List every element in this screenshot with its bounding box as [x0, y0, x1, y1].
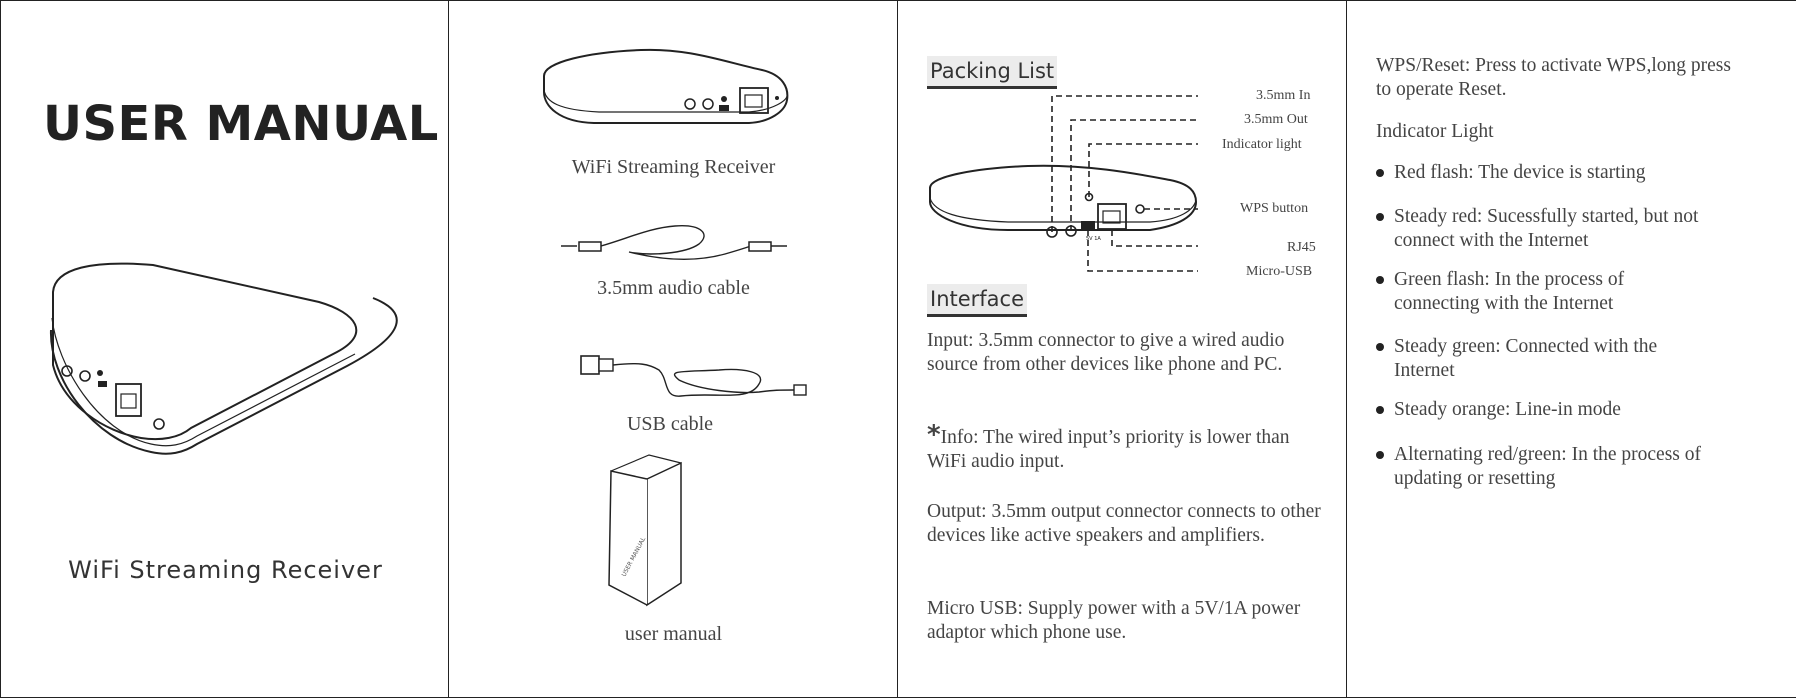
interface-heading: Interface [927, 284, 1028, 317]
indicator-bullet-green-flash: Green flash: In the process of connectin… [1376, 268, 1706, 316]
bullet-dot [1376, 343, 1384, 351]
interface-panel [898, 0, 1347, 698]
callout-3-5mm-in: 3.5mm In [1256, 88, 1311, 103]
bullet-dot [1376, 213, 1384, 221]
receiver-illustration [543, 48, 789, 124]
packing-item-usb-cable-label: USB cable [626, 413, 714, 435]
output-description: Output: 3.5mm output connector connects … [927, 501, 1321, 546]
bullet-dot [1376, 451, 1384, 459]
indicator-bullet-steady-orange: Steady orange: Line-in mode [1376, 398, 1706, 422]
callout-wps-button: WPS button [1240, 201, 1309, 216]
indicator-bullet-red-flash: Red flash: The device is starting [1376, 161, 1706, 185]
micro-usb-description: Micro USB: Supply power with a 5V/1A pow… [927, 598, 1301, 643]
callout-rj45: RJ45 [1287, 240, 1316, 255]
interface-diagram: 5V 1A [929, 95, 1198, 272]
usb-cable-illustration [580, 355, 807, 397]
callout-3-5mm-out: 3.5mm Out [1244, 112, 1308, 127]
info-note: *Info: The wired input’s priority is low… [927, 422, 1327, 474]
packing-item-manual-label: user manual [624, 623, 723, 645]
input-description: Input: 3.5mm connector to give a wired a… [927, 330, 1285, 375]
cover-caption: WiFi Streaming Receiver [68, 556, 383, 584]
bullet-dot [1376, 276, 1384, 284]
audio-cable-illustration [561, 225, 787, 261]
info-star: * [927, 420, 941, 450]
callout-indicator-light: Indicator light [1222, 137, 1302, 152]
indicator-bullet-steady-red: Steady red: Sucessfully started, but not… [1376, 205, 1706, 253]
bullet-dot [1376, 169, 1384, 177]
wps-reset-description: WPS/Reset: Press to activate WPS,long pr… [1376, 55, 1731, 100]
cover-panel: USER MANUAL WiFi Streaming Receiver [0, 0, 449, 698]
bullet-dot [1376, 406, 1384, 414]
packing-list-heading: Packing List [927, 56, 1058, 89]
packing-item-receiver-label: WiFi Streaming Receiver [571, 156, 776, 178]
manual-title: USER MANUAL [43, 96, 439, 152]
manual-booklet-illustration: USER MANUAL [608, 454, 682, 607]
packing-item-audio-cable-label: 3.5mm audio cable [597, 277, 750, 299]
indicator-bullet-steady-green: Steady green: Connected with the Interne… [1376, 335, 1706, 383]
indicator-light-heading: Indicator Light [1376, 121, 1494, 142]
receiver-device-illustration [49, 262, 398, 455]
packing-contents-panel: WiFi Streaming Receiver 3.5mm audio cabl… [449, 0, 898, 698]
callout-micro-usb: Micro-USB [1246, 264, 1313, 279]
info-note-text: Info: The wired input’s priority is lowe… [927, 427, 1290, 472]
port-label-usb: 5V 1A [1086, 236, 1101, 242]
top-border [0, 0, 1796, 1]
indicator-bullet-alternating: Alternating red/green: In the process of… [1376, 443, 1706, 491]
